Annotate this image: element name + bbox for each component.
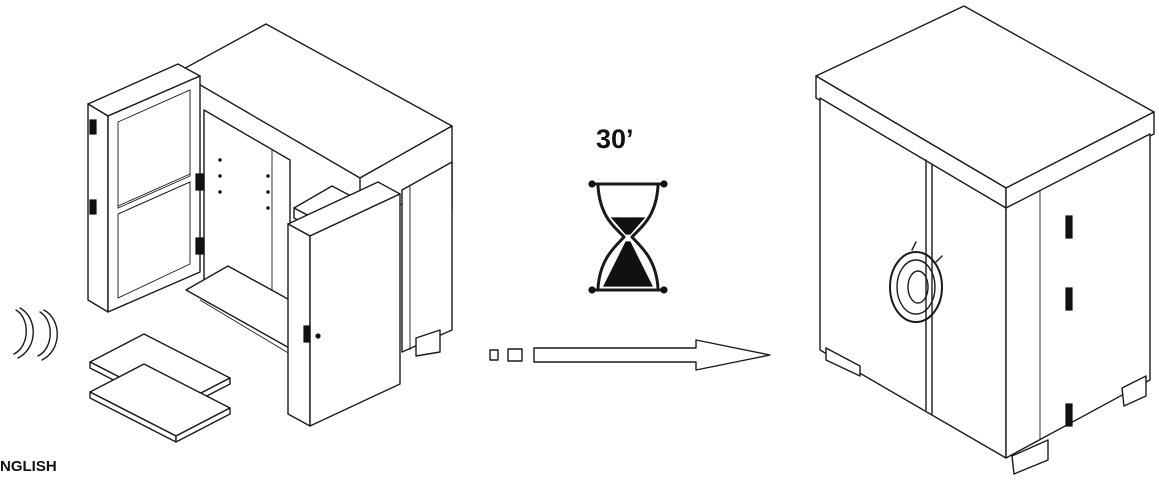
assembly-time-label: 30’ (596, 124, 634, 154)
disassembled-cabinet (13, 23, 453, 443)
language-label: NGLISH (0, 458, 57, 475)
hourglass-icon (588, 180, 668, 294)
right-arrow-icon (489, 339, 771, 371)
assembled-cabinet (815, 5, 1155, 475)
